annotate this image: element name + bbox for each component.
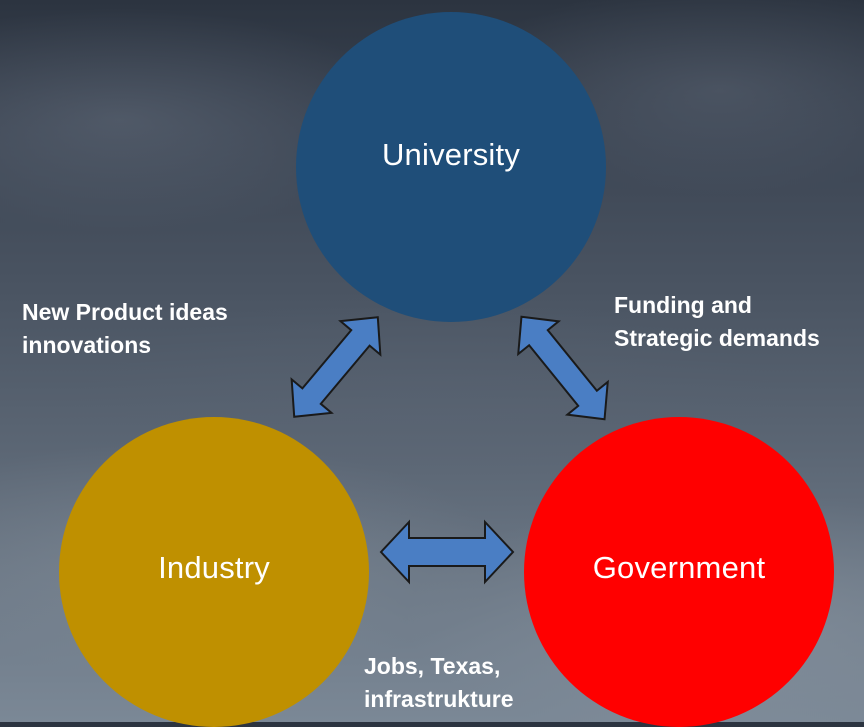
label-university-government: Funding and Strategic demands: [614, 292, 820, 351]
university-node: University: [296, 12, 606, 322]
government-node: Government: [524, 417, 834, 727]
industry-node: Industry: [59, 417, 369, 727]
label-university-industry: New Product ideas innovations: [22, 299, 228, 358]
arrow-university-industry: [290, 316, 382, 418]
government-label: Government: [592, 550, 766, 585]
industry-label: Industry: [158, 550, 270, 585]
arrow-university-government: [517, 315, 609, 421]
university-label: University: [381, 137, 521, 172]
label-industry-government: Jobs, Texas, infrastrukture: [364, 653, 514, 712]
arrow-industry-government: [379, 519, 515, 585]
